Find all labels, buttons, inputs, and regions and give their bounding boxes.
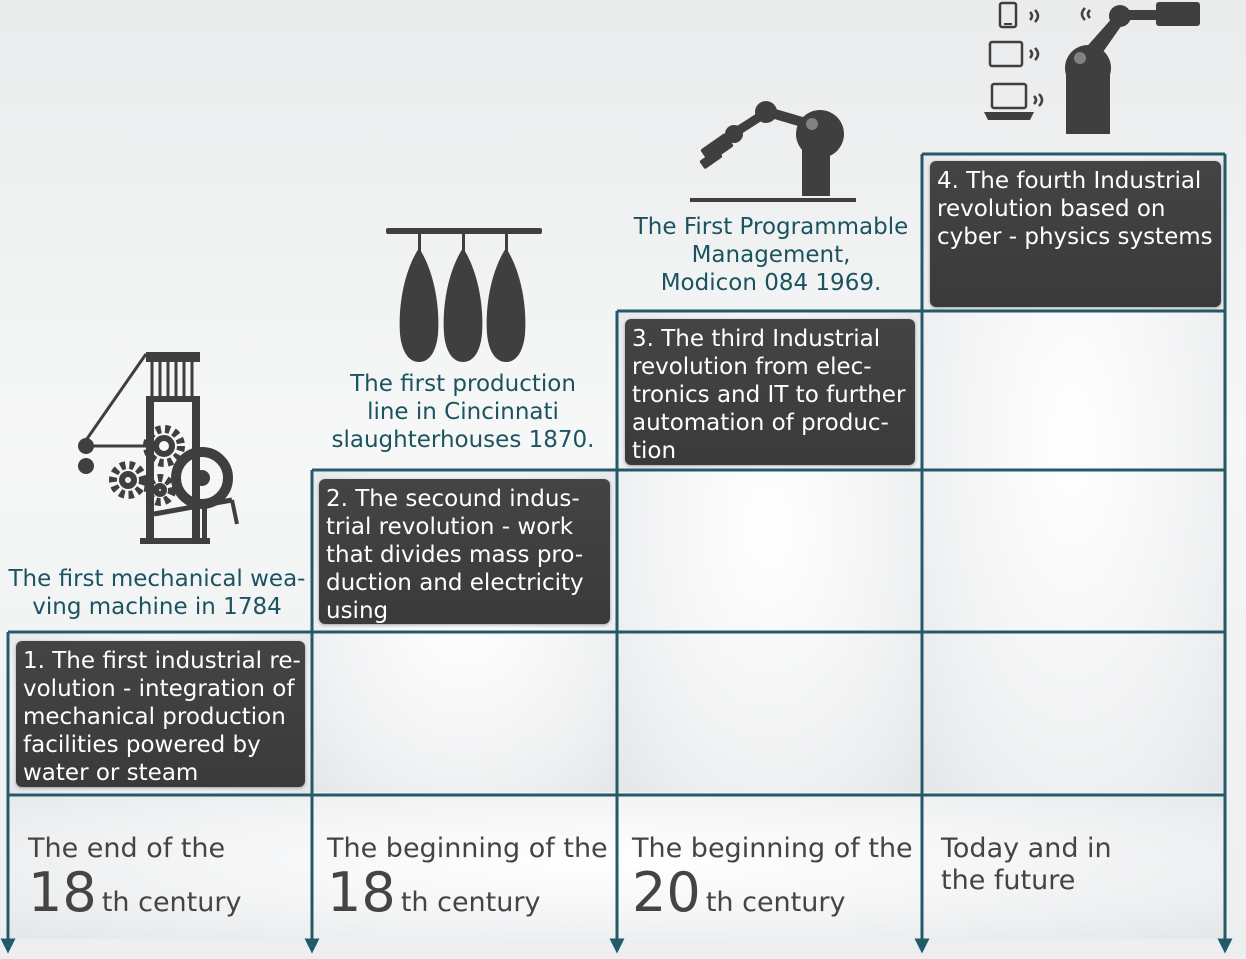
period-top-2: the future (941, 865, 1076, 896)
box-line: cyber - physics systems (937, 224, 1213, 250)
robot-arm-icon (690, 101, 856, 202)
stage-1-box: 1. The first industrial re- volution - i… (16, 641, 305, 787)
period-suffix: th century (705, 887, 846, 918)
period-number: 20 (632, 861, 701, 924)
caption-line: Management, (691, 242, 851, 268)
box-line: mechanical production (23, 704, 286, 730)
weaving-machine-icon (78, 352, 239, 544)
box-line: tion (632, 438, 677, 464)
stage-2-box: 2. The secound indus- trial revolution -… (319, 479, 610, 624)
box-line: revolution based on (937, 196, 1166, 222)
box-line: 3. The third Industrial (632, 326, 881, 352)
caption-line: slaughterhouses 1870. (331, 427, 595, 453)
box-line: automation of produc- (632, 410, 889, 436)
box-line: revolution from elec- (632, 354, 872, 380)
box-line: water or steam (23, 760, 199, 786)
connected-devices-robot-icon (984, 1, 1200, 134)
stage-3-box: 3. The third Industrial revolution from … (625, 319, 915, 465)
box-line: 4. The fourth Industrial (937, 168, 1202, 194)
caption-line: The first mechanical wea- (8, 566, 306, 592)
caption-line: Modicon 084 1969. (660, 270, 882, 296)
box-line: 1. The first industrial re- (23, 648, 301, 674)
production-line-icon (386, 228, 542, 362)
period-stage-2: The beginning of the 18 th century (327, 833, 608, 921)
period-stage-1: The end of the 18 th century (28, 833, 241, 921)
caption-line: line in Cincinnati (367, 399, 559, 425)
caption-stage-3: The First Programmable Management, Modic… (617, 213, 925, 297)
box-line: volution - integration of (23, 676, 295, 702)
caption-line: The first production (350, 371, 576, 397)
period-stage-4: Today and in the future (941, 833, 1112, 897)
period-top: Today and in (941, 833, 1112, 864)
period-suffix: th century (101, 887, 242, 918)
caption-line: The First Programmable (633, 214, 909, 240)
box-line: duction and electricity (326, 570, 584, 596)
caption-stage-2: The first production line in Cincinnati … (312, 370, 614, 454)
period-number: 18 (28, 861, 97, 924)
box-line: 2. The secound indus- (326, 486, 580, 512)
period-stage-3: The beginning of the 20 th century (632, 833, 913, 921)
caption-line: ving machine in 1784 (32, 594, 282, 620)
period-suffix: th century (400, 887, 541, 918)
box-line: facilities powered by (23, 732, 261, 758)
caption-stage-1: The first mechanical wea- ving machine i… (2, 565, 312, 621)
box-line: tronics and IT to further (632, 382, 906, 408)
box-line: that divides mass pro- (326, 542, 584, 568)
box-line: using (326, 598, 389, 624)
period-number: 18 (327, 861, 396, 924)
box-line: trial revolution - work (326, 514, 574, 540)
period-top: The beginning of the (327, 833, 608, 864)
stage-4-box: 4. The fourth Industrial revolution base… (930, 161, 1221, 307)
period-top: The beginning of the (632, 833, 913, 864)
period-top: The end of the (28, 833, 226, 864)
